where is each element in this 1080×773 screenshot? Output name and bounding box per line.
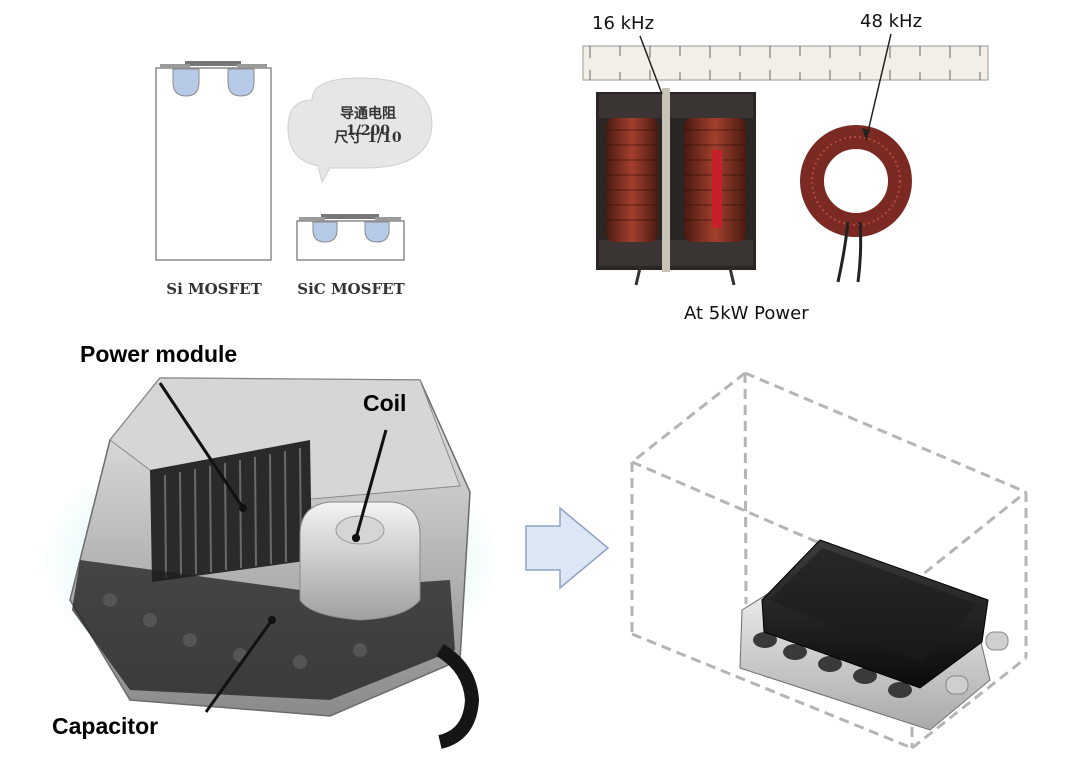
coil-cover bbox=[299, 501, 421, 621]
capacitor-label: Capacitor bbox=[52, 713, 159, 739]
freq-48-label: 48 kHz bbox=[860, 11, 923, 32]
power-module-label: Power module bbox=[80, 341, 238, 367]
si-mosfet-diagram bbox=[155, 61, 272, 261]
sic-mosfet-label: SiC MOSFET bbox=[297, 280, 405, 298]
compact-unit-image bbox=[630, 371, 1028, 750]
power-caption: At 5kW Power bbox=[684, 303, 809, 324]
inverter-image bbox=[40, 377, 500, 749]
comparison-bubble bbox=[287, 77, 433, 184]
si-mosfet-label: Si MOSFET bbox=[166, 280, 262, 298]
bubble-line-1: 导通电阻1/200 bbox=[340, 106, 396, 139]
sic-mosfet-diagram bbox=[296, 214, 405, 261]
inductor-photo bbox=[582, 33, 989, 286]
coil-label: Coil bbox=[363, 390, 407, 416]
downsizing-arrow bbox=[525, 506, 610, 590]
freq-16-label: 16 kHz bbox=[592, 13, 655, 34]
bubble-line-2: 尺寸 1/10 bbox=[334, 130, 402, 146]
